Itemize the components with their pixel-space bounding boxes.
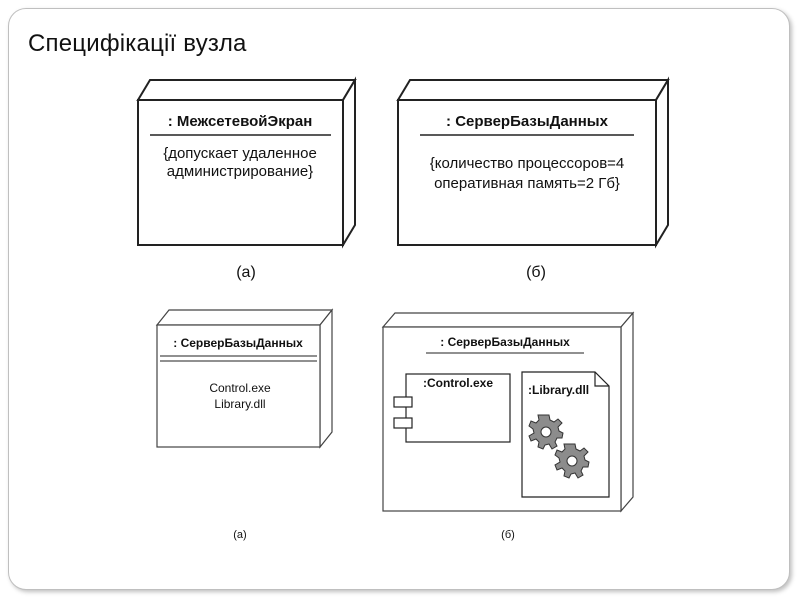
component-port-icon [393, 396, 413, 408]
node-db-server-nested: : СерверБазыДанных :Control.exe :Library… [381, 311, 635, 513]
node-firewall-tag-line2: администрирование} [167, 163, 313, 180]
node-db-tag-line1: {количество процессоров=4 [430, 155, 625, 172]
node-db-tag-line2: оперативная память=2 Гб} [434, 175, 620, 192]
caption-top-b: (б) [526, 264, 546, 281]
caption-bottom-a: (а) [233, 529, 246, 541]
caption-top-a: (а) [236, 264, 256, 281]
node-db-list-item-library: Library.dll [214, 397, 265, 411]
component-control-label: :Control.exe [423, 376, 493, 390]
artifact-library-dll: :Library.dll [521, 371, 610, 498]
caption-bottom-b: (б) [501, 529, 515, 541]
node-db-tagged-name: : СерверБазыДанных [446, 113, 609, 130]
node-firewall-tag-line1: {допускает удаленное [163, 145, 317, 162]
component-port-icon [393, 417, 413, 429]
node-firewall-name: : МежсетевойЭкран [168, 113, 313, 130]
node-db-server-list: : СерверБазыДанных Control.exe Library.d… [155, 308, 334, 449]
node-db-list-name: : СерверБазыДанных [173, 336, 303, 350]
slide-title: Специфікації вузла [28, 30, 247, 57]
component-control-exe: :Control.exe [393, 373, 511, 443]
node-firewall: : МежсетевойЭкран {допускает удаленное а… [136, 76, 357, 249]
node-db-list-item-control: Control.exe [209, 381, 271, 395]
node-db-nested-name: : СерверБазыДанных [440, 335, 570, 349]
artifact-library-label: :Library.dll [528, 383, 589, 397]
node-db-server-tagged: : СерверБазыДанных {количество процессор… [396, 76, 670, 249]
